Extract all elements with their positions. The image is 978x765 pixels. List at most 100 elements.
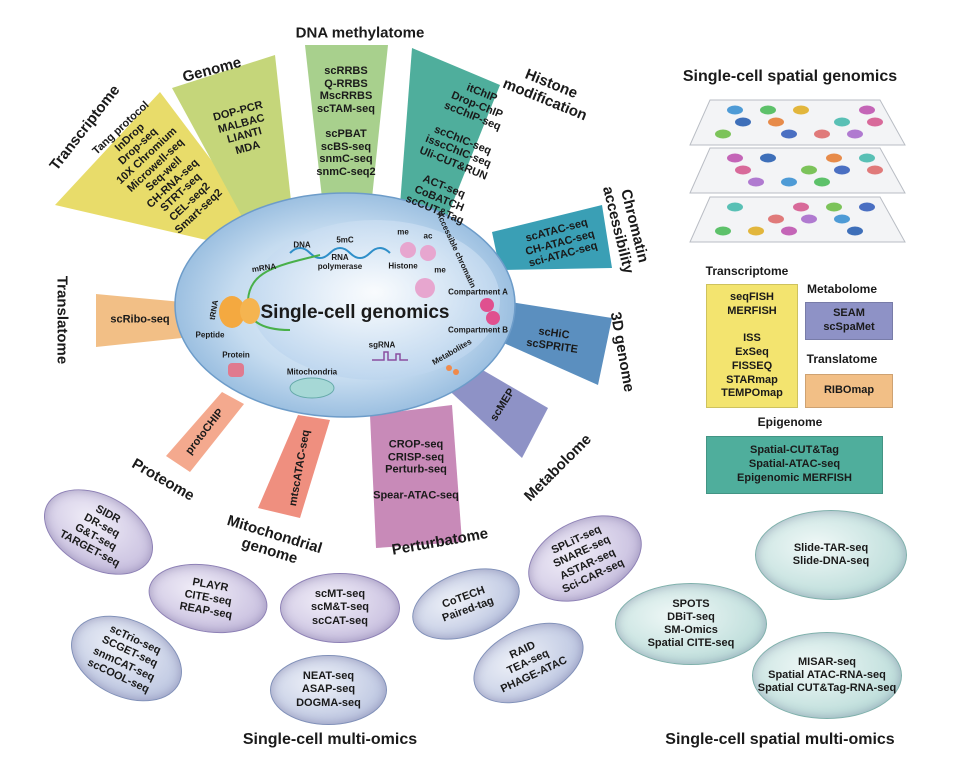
spatial-metabolome-box: SEAM scSpaMet bbox=[805, 302, 893, 340]
spatial-transcriptome-box: seqFISH MERFISH ISS ExSeq FISSEQ STARmap… bbox=[706, 284, 798, 408]
cell-dot bbox=[748, 226, 764, 236]
compartment-icon bbox=[486, 311, 500, 325]
wedge-methods-perturbatome: CROP-seq CRISP-seq Perturb-seq Spear-ATA… bbox=[373, 438, 459, 501]
spatial-epigenome-label: Epigenome bbox=[757, 415, 823, 430]
center-label: Mitochondria bbox=[286, 367, 338, 377]
center-label: ac bbox=[423, 231, 433, 241]
tissue-slide bbox=[689, 147, 906, 194]
wedge-transcriptome bbox=[55, 92, 255, 245]
wedge-dna-methylatome bbox=[305, 45, 388, 198]
cell-dot bbox=[826, 202, 842, 212]
wedge-methods-dna-methylatome: scRRBS Q-RRBS MscRRBS scTAM-seq scPBAT s… bbox=[316, 65, 376, 179]
cell-dot bbox=[814, 177, 830, 187]
multiomics-methods: PLAYR CITE-seq REAP-seq bbox=[178, 575, 234, 622]
histone-icon bbox=[420, 245, 436, 261]
cell-dot bbox=[834, 165, 850, 175]
histone-icon bbox=[415, 278, 435, 298]
wedge-perturbatome bbox=[370, 405, 462, 548]
center-title: Single-cell genomics bbox=[260, 302, 450, 324]
center-label: sgRNA bbox=[368, 340, 396, 350]
cell-dot bbox=[801, 165, 817, 175]
protein-icon bbox=[228, 363, 244, 377]
spatial-genomics-title: Single-cell spatial genomics bbox=[682, 67, 898, 85]
cell-dot bbox=[735, 165, 751, 175]
center-label: Peptide bbox=[195, 330, 225, 340]
mitochondria-icon bbox=[289, 377, 335, 399]
metabolites-icon bbox=[453, 369, 459, 375]
multiomics-oval: NEAT-seq ASAP-seq DOGMA-seq bbox=[270, 655, 387, 725]
cell-dot bbox=[760, 105, 776, 115]
cell-dot bbox=[715, 129, 731, 139]
spatial-translatome-label: Translatome bbox=[806, 352, 878, 367]
cell-dot bbox=[727, 105, 743, 115]
wedge-histone bbox=[400, 48, 500, 222]
cell-dot bbox=[735, 117, 751, 127]
cell-dot bbox=[801, 214, 817, 224]
cell-dot bbox=[847, 129, 863, 139]
cell-dot bbox=[781, 226, 797, 236]
multiomics-oval: scMT-seq scM&T-seq scCAT-seq bbox=[280, 573, 400, 643]
cell-dot bbox=[768, 117, 784, 127]
wedge-methods-translatome: scRibo-seq bbox=[110, 313, 170, 326]
spatial-multiomics-methods: SPOTS DBiT-seq SM-Omics Spatial CITE-seq bbox=[647, 597, 735, 650]
cell-dot bbox=[727, 153, 743, 163]
wedge-genome bbox=[172, 55, 292, 222]
multiomics-methods: RAID TEA-seq PHAGE-ATAC bbox=[498, 639, 569, 696]
spatial-metabolome-label: Metabolome bbox=[806, 282, 878, 297]
wedge-proteome bbox=[166, 392, 244, 472]
ribosome-icon bbox=[240, 298, 260, 324]
center-label: DNA bbox=[293, 240, 311, 250]
dna-helix-icon bbox=[289, 247, 391, 259]
cell-dot bbox=[727, 202, 743, 212]
histone-icon bbox=[400, 242, 416, 258]
wedge-label-translatome: Translatome bbox=[53, 275, 71, 365]
cell-dot bbox=[847, 226, 863, 236]
cell-dot bbox=[859, 105, 875, 115]
multiomics-methods: SPLiT-seq SNARE-seq ASTAR-seq Sci-CAR-se… bbox=[549, 523, 626, 596]
spatial-multiomics-oval: SPOTS DBiT-seq SM-Omics Spatial CITE-seq bbox=[615, 583, 767, 665]
spatial-multiomics-title: Single-cell spatial multi-omics bbox=[665, 730, 895, 748]
cell-dot bbox=[859, 202, 875, 212]
cell-dot bbox=[826, 153, 842, 163]
ribosome-icon bbox=[219, 296, 245, 328]
multiomics-methods: NEAT-seq ASAP-seq DOGMA-seq bbox=[296, 670, 361, 709]
cell-dot bbox=[781, 129, 797, 139]
cell-dot bbox=[834, 214, 850, 224]
cell-dot bbox=[814, 129, 830, 139]
metabolites-icon bbox=[446, 365, 452, 371]
multiomics-title: Single-cell multi-omics bbox=[242, 730, 418, 748]
multiomics-methods: scMT-seq scM&T-seq scCAT-seq bbox=[310, 588, 370, 627]
cell-dot bbox=[793, 202, 809, 212]
cell-dot bbox=[748, 177, 764, 187]
spatial-transcriptome-label: Transcriptome bbox=[705, 264, 789, 279]
center-label: Histone bbox=[388, 261, 418, 271]
spatial-multiomics-oval: Slide-TAR-seq Slide-DNA-seq bbox=[755, 510, 907, 600]
wedge-3d-genome bbox=[488, 300, 612, 385]
spatial-multiomics-oval: MISAR-seq Spatial ATAC-RNA-seq Spatial C… bbox=[752, 632, 902, 719]
spatial-multiomics-methods: MISAR-seq Spatial ATAC-RNA-seq Spatial C… bbox=[757, 655, 897, 695]
cell-dot bbox=[834, 117, 850, 127]
nucleus-ellipse bbox=[250, 220, 500, 380]
center-label: me bbox=[397, 227, 409, 237]
center-label: RNA polymerase bbox=[317, 252, 363, 271]
spatial-multiomics-methods: Slide-TAR-seq Slide-DNA-seq bbox=[792, 541, 870, 567]
center-label: Compartment B bbox=[447, 325, 509, 335]
cell-dot bbox=[768, 214, 784, 224]
cell-dot bbox=[760, 153, 776, 163]
spatial-translatome-box: RIBOmap bbox=[805, 374, 893, 408]
cell-dot bbox=[715, 226, 731, 236]
center-label: Compartment A bbox=[448, 287, 508, 297]
cell-dot bbox=[859, 153, 875, 163]
cell-dot bbox=[781, 177, 797, 187]
compartment-icon bbox=[480, 298, 494, 312]
sgrna-icon bbox=[372, 351, 408, 361]
cell-dot bbox=[867, 117, 883, 127]
center-label: me bbox=[434, 265, 446, 275]
wedge-translatome bbox=[96, 294, 182, 347]
spatial-epigenome-box: Spatial-CUT&Tag Spatial-ATAC-seq Epigeno… bbox=[706, 436, 883, 494]
center-label: Protein bbox=[222, 350, 250, 360]
wedge-label-dna-methylatome: DNA methylatome bbox=[295, 24, 425, 42]
cell-dot bbox=[867, 165, 883, 175]
multiomics-methods: CoTECH Paired-tag bbox=[440, 583, 496, 625]
